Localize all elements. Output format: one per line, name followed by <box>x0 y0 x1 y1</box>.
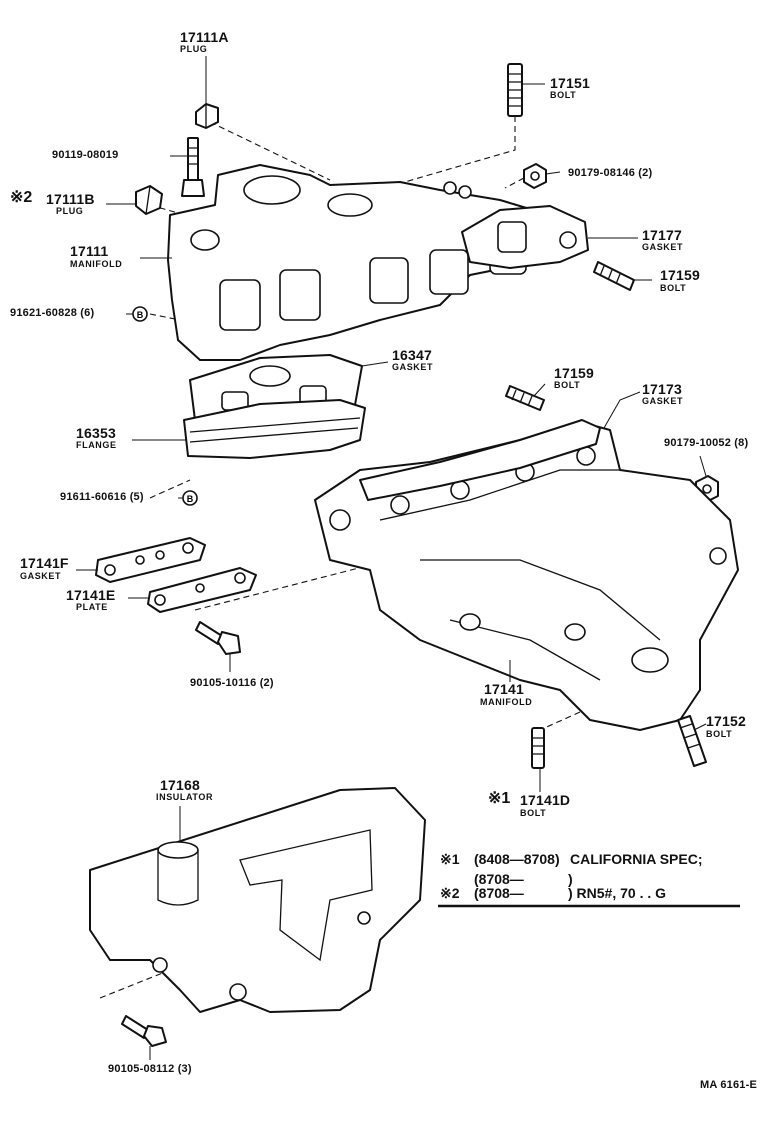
bolt-90105-10116-icon <box>195 621 241 655</box>
part-number-90179-10052: 90179-10052 (8) <box>664 437 749 449</box>
note-range-2: (8708— <box>474 885 524 901</box>
part-number-17159-mid: 17159 <box>554 365 594 381</box>
part-number-90119-08019: 90119-08019 <box>52 149 119 161</box>
part-name-bolt-17159-mid: BOLT <box>554 380 581 390</box>
part-name-manifold-17141: MANIFOLD <box>480 697 533 707</box>
gasket-17177-icon <box>461 205 589 269</box>
part-name-flange: FLANGE <box>76 440 117 450</box>
part-number-17173: 17173 <box>642 381 682 397</box>
note-range-1: (8408—8708) <box>474 851 560 867</box>
callout-b-marker: B B <box>132 306 198 506</box>
bolt-90105-08112-icon <box>121 1015 167 1047</box>
spec-mark-2: ※2 <box>10 189 33 206</box>
svg-text:B: B <box>137 310 144 320</box>
bolt-90119-08019-icon <box>181 137 205 197</box>
part-name-gasket-17141f: GASKET <box>20 571 62 581</box>
note-text-2: ) RN5#, 70 . . G <box>568 885 667 901</box>
plug-17111a-icon <box>195 103 219 129</box>
part-name-insulator: INSULATOR <box>156 792 214 802</box>
insulator-17168-icon <box>89 787 426 1013</box>
part-number-17141: 17141 <box>484 681 524 697</box>
part-number-16347: 16347 <box>392 347 432 363</box>
plate-17141e-icon <box>147 567 257 613</box>
part-number-17151: 17151 <box>550 75 590 91</box>
part-number-91621-60828: 91621-60828 (6) <box>10 307 95 319</box>
part-number-90179-08146: 90179-08146 (2) <box>568 167 653 179</box>
stud-bolt-17159-icon <box>593 261 635 291</box>
part-number-17141f: 17141F <box>20 555 69 571</box>
note-range-1b: (8708— <box>474 871 524 887</box>
exhaust-manifold-17141-icon <box>314 421 739 731</box>
part-number-91611-60616: 91611-60616 (5) <box>60 491 144 503</box>
part-name-bolt-17152: BOLT <box>706 729 733 739</box>
part-number-90105-10116: 90105-10116 (2) <box>190 677 274 689</box>
part-number-17177: 17177 <box>642 227 682 243</box>
part-number-17111: 17111 <box>70 243 109 259</box>
part-name-plug-b: PLUG <box>56 206 84 216</box>
nut-90179-08146-icon <box>523 163 547 189</box>
part-name-bolt-17141d: BOLT <box>520 808 547 818</box>
stud-bolt-17151-icon <box>507 63 523 117</box>
part-name-manifold: MANIFOLD <box>70 259 123 269</box>
part-number-17111b: 17111B <box>46 191 95 207</box>
note-mark-2: ※2 <box>440 885 460 901</box>
part-number-90105-08112: 90105-08112 (3) <box>108 1063 192 1075</box>
part-name-plug: PLUG <box>180 44 208 54</box>
note-text-1b: ) <box>568 871 573 887</box>
part-number-17111a: 17111A <box>180 29 229 45</box>
part-number-17168: 17168 <box>160 777 200 793</box>
diagram-code: MA 6161-E <box>700 1079 758 1091</box>
note-mark-1: ※1 <box>440 851 460 867</box>
stud-bolt-17141d-icon <box>531 727 545 769</box>
part-number-17141d: 17141D <box>520 792 571 808</box>
stud-bolt-17152-icon <box>677 715 707 767</box>
part-name-bolt-17159-top: BOLT <box>660 283 687 293</box>
part-name-gasket: GASKET <box>642 242 684 252</box>
part-number-17141e: 17141E <box>66 587 116 603</box>
part-number-17159-top: 17159 <box>660 267 700 283</box>
spec-mark-1: ※1 <box>488 790 511 807</box>
svg-text:B: B <box>187 494 194 504</box>
part-name-plate: PLATE <box>76 602 108 612</box>
leader-lines <box>76 56 707 1060</box>
part-name-bolt: BOLT <box>550 90 577 100</box>
part-name-gasket-17173: GASKET <box>642 396 684 406</box>
note-text-1: CALIFORNIA SPEC; <box>570 851 703 867</box>
part-number-17152: 17152 <box>706 713 746 729</box>
stud-bolt-17159-mid-icon <box>505 385 545 411</box>
part-number-16353: 16353 <box>76 425 116 441</box>
gasket-17141f-icon <box>95 537 206 583</box>
intake-manifold-17111-icon <box>167 164 546 361</box>
part-name-gasket-16347: GASKET <box>392 362 434 372</box>
gasket-17173-icon <box>359 419 601 501</box>
flange-16353-icon <box>183 399 366 459</box>
plug-17111b-icon <box>135 185 163 215</box>
